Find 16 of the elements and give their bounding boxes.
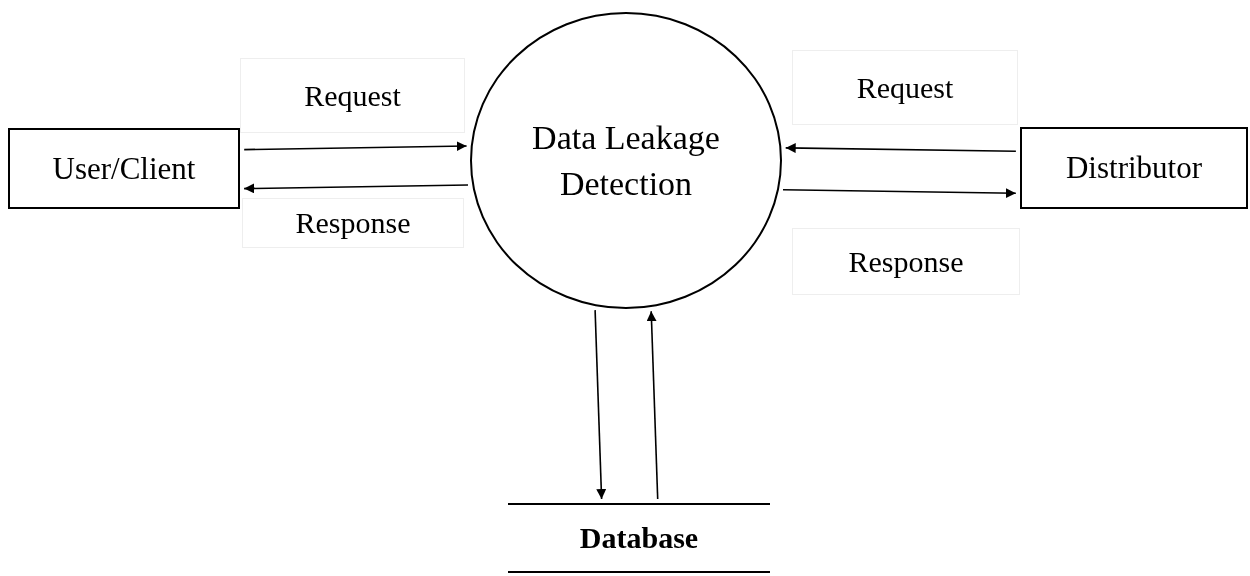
edge-label: Response <box>792 228 1020 295</box>
node-label: Database <box>579 521 699 555</box>
arrow <box>782 188 1017 199</box>
node-label: User/Client <box>52 150 196 187</box>
arrow <box>646 310 659 500</box>
arrow <box>243 141 468 152</box>
edge-label: Request <box>792 50 1018 125</box>
edge-label: Response <box>242 198 464 248</box>
node-label: Data Leakage Detection <box>532 117 720 204</box>
edge-label: Request <box>240 58 465 133</box>
entity-box <box>8 128 240 209</box>
arrow <box>784 143 1017 154</box>
arrow <box>594 309 607 500</box>
entity-box <box>1020 127 1248 209</box>
arrow <box>243 183 469 194</box>
node-label: Distributor <box>1065 150 1203 186</box>
